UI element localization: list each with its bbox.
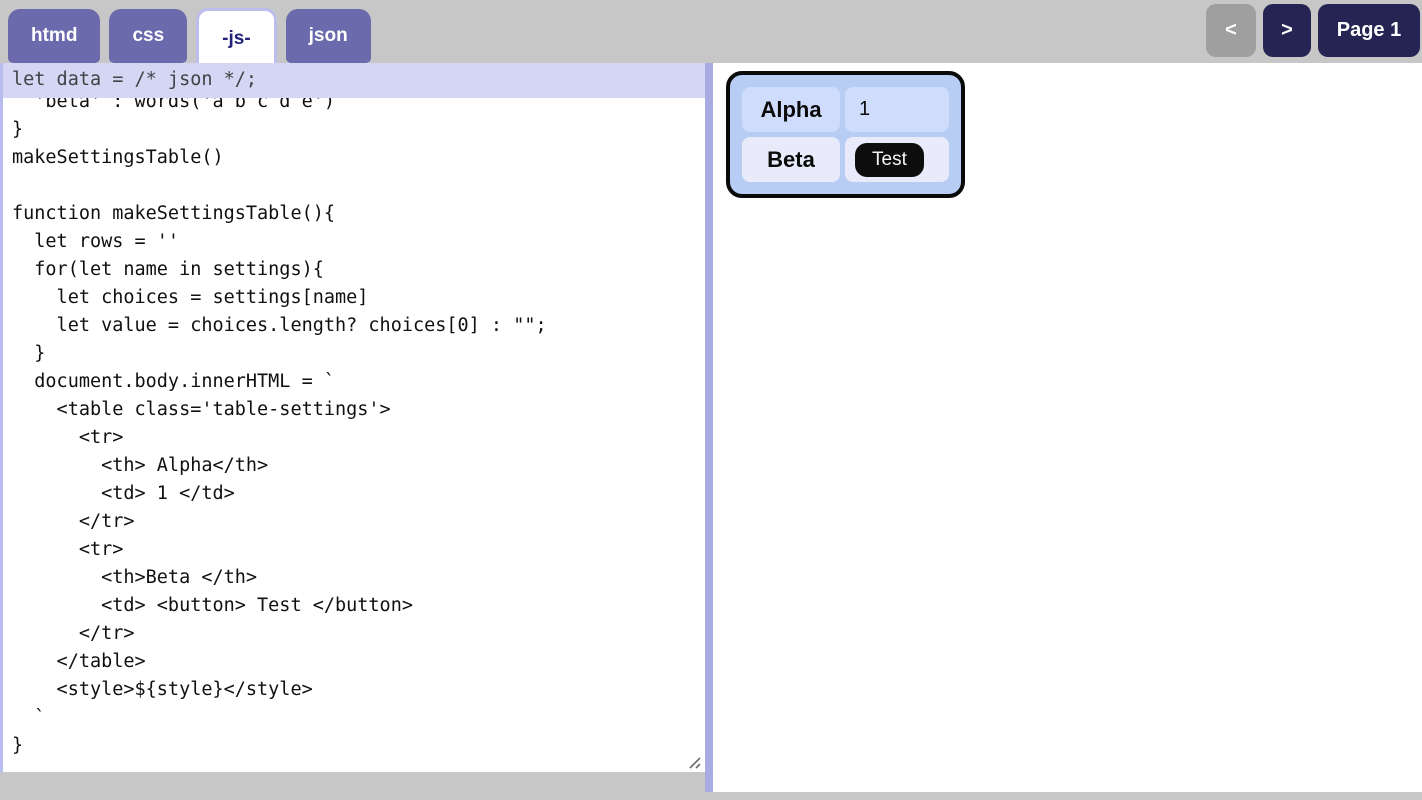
resize-handle-icon[interactable] (688, 756, 701, 769)
preview-pane: Alpha 1 Beta Test (713, 63, 1422, 792)
next-page-button[interactable]: > (1263, 4, 1311, 57)
top-tab-bar: htmd css -js- json < > Page 1 (0, 0, 1422, 66)
editor-column: let data = /* json */; 'beta' : words('a… (0, 63, 705, 772)
table-row-header: Beta (742, 137, 840, 182)
test-button[interactable]: Test (855, 142, 924, 177)
js-code-editor[interactable]: 'beta' : words('a b c d e') } makeSettin… (0, 98, 705, 772)
tab-htmd[interactable]: htmd (8, 9, 101, 63)
settings-table: Alpha 1 Beta Test (726, 71, 965, 198)
json-data-input[interactable]: let data = /* json */; (0, 63, 705, 98)
tab-css[interactable]: css (109, 9, 188, 63)
editor-tabs: htmd css -js- json (8, 8, 371, 66)
js-code-text: 'beta' : words('a b c d e') } makeSettin… (12, 98, 547, 756)
tab-js[interactable]: -js- (196, 8, 277, 66)
tab-json[interactable]: json (285, 9, 371, 63)
prev-page-button[interactable]: < (1206, 4, 1256, 57)
page-indicator-button[interactable]: Page 1 (1318, 4, 1420, 57)
table-row-header: Alpha (742, 87, 840, 132)
table-cell-button: Test (845, 137, 949, 182)
pane-divider (705, 63, 713, 792)
page-navigation: < > Page 1 (1206, 4, 1420, 57)
table-cell-value: 1 (845, 87, 949, 132)
main-content: let data = /* json */; 'beta' : words('a… (0, 63, 1422, 800)
